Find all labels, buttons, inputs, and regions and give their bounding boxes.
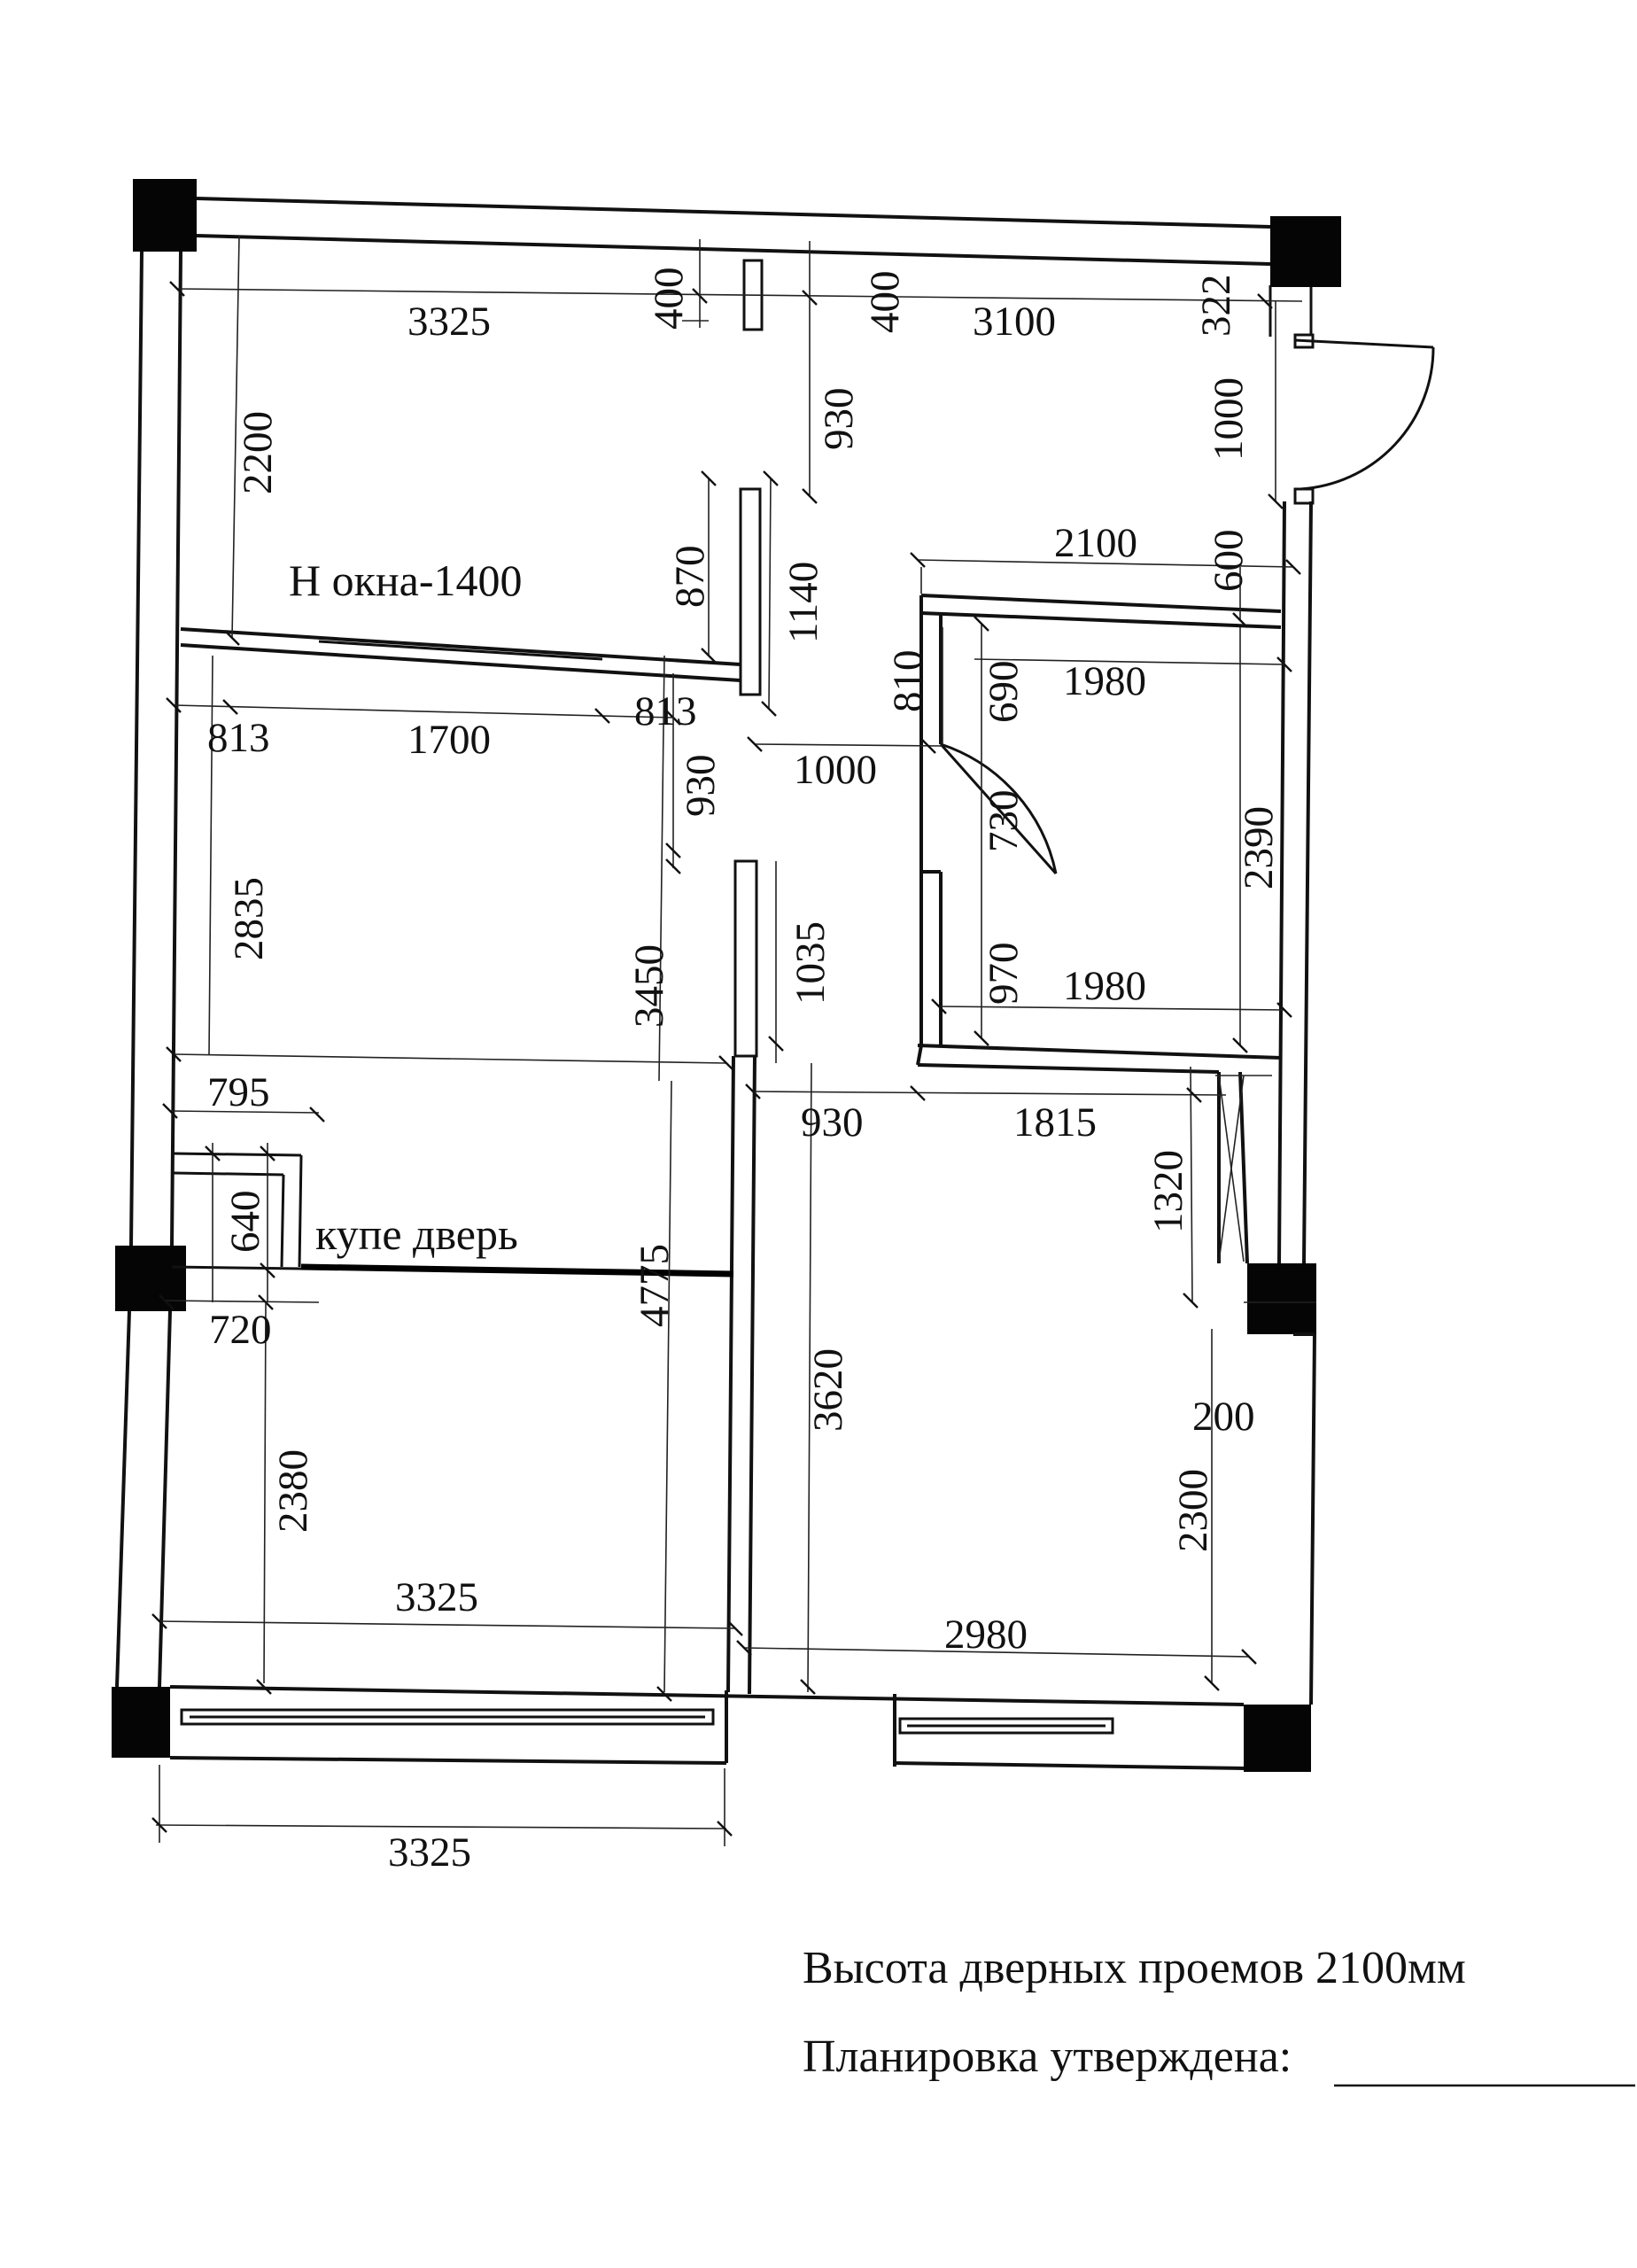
note-door-height: Высота дверных проемов 2100мм xyxy=(803,1943,1466,1993)
dim-closet-offset: 720 xyxy=(209,1307,272,1353)
closet-right-x xyxy=(1215,1075,1272,1262)
entry-door xyxy=(1293,333,1435,505)
dim-hall-small: 600 xyxy=(1206,530,1252,593)
dim-entry-door: 1000 xyxy=(1206,377,1252,461)
dim-wc-offset: 810 xyxy=(885,650,931,713)
dim-top-wall-b: 400 xyxy=(862,271,908,334)
wc-walls xyxy=(916,594,1282,1264)
dim-corridor-top: 930 xyxy=(816,388,862,451)
column-bottom-right xyxy=(1244,1705,1311,1772)
dim-top-left-width: 3325 xyxy=(407,299,491,345)
dim-wc-door: 730 xyxy=(981,790,1027,853)
dim-wc-height: 2390 xyxy=(1236,806,1282,889)
dim-bed-depth: 3450 xyxy=(626,944,672,1028)
dim-corridor-door: 1000 xyxy=(794,747,877,793)
partition-mid xyxy=(733,859,758,1058)
dim-bed-height: 2835 xyxy=(226,877,272,960)
note-approved: Планировка утверждена: xyxy=(803,2031,1292,2082)
dim-kitchen-door: 930 xyxy=(801,1099,864,1146)
dim-left-offset: 813 xyxy=(207,715,270,761)
wall-left xyxy=(115,251,182,1688)
column-top-right xyxy=(1270,216,1341,287)
dim-kitchen-height: 2300 xyxy=(1170,1469,1216,1552)
dim-partition-c: 1035 xyxy=(787,921,834,1005)
dim-top-right-small: 322 xyxy=(1193,275,1239,338)
dim-wc-bottom-door: 970 xyxy=(981,943,1027,1006)
dim-top-right-width: 3100 xyxy=(973,299,1056,345)
label-sliding-door: купе дверь xyxy=(315,1209,518,1259)
wall-center-vertical xyxy=(726,1055,756,1695)
dim-kitchen-width: 2980 xyxy=(944,1612,1028,1658)
dim-wc-door-top: 690 xyxy=(981,661,1027,724)
dimension-lines xyxy=(151,235,1316,1846)
wc-door xyxy=(939,742,1058,874)
dim-kitchen-depth: 3620 xyxy=(805,1348,851,1432)
dim-closet-depth: 640 xyxy=(222,1191,268,1254)
dim-kitchen-width-top: 1815 xyxy=(1013,1099,1097,1146)
dim-bedroom2-height: 2380 xyxy=(270,1449,316,1533)
sliding-door-line xyxy=(300,1263,734,1278)
dim-top-wall-a: 400 xyxy=(646,268,692,330)
dim-left-top-height: 2200 xyxy=(235,411,281,494)
dim-column-width: 200 xyxy=(1192,1394,1255,1440)
dim-corridor-mid: 930 xyxy=(678,755,724,818)
dim-partition-a: 870 xyxy=(667,546,713,609)
label-window-height: Н окна-1400 xyxy=(289,555,523,605)
dim-wc-width-bottom: 1980 xyxy=(1063,963,1146,1009)
window-bottom-left xyxy=(180,1708,715,1726)
dim-wc-width-top: 1980 xyxy=(1063,658,1146,704)
dim-right-offset: 813 xyxy=(634,688,697,734)
dim-closet-right: 1320 xyxy=(1145,1150,1191,1233)
wall-right xyxy=(1277,501,1316,1705)
column-top-left xyxy=(133,179,197,252)
partition-upper xyxy=(739,487,762,696)
dim-hall-width: 2100 xyxy=(1054,520,1137,566)
dim-bottom-total: 3325 xyxy=(388,1829,471,1876)
wall-window-interior xyxy=(180,627,741,682)
dim-bedroom-total: 4775 xyxy=(632,1244,678,1327)
dim-bedroom2-width: 3325 xyxy=(395,1574,478,1620)
dim-partition-b: 1140 xyxy=(780,562,826,643)
window-bottom-right xyxy=(898,1717,1114,1735)
wall-top xyxy=(196,197,1313,337)
dim-closet-width: 795 xyxy=(207,1069,270,1115)
column-bottom-left xyxy=(112,1687,170,1758)
closet xyxy=(171,1152,303,1270)
wall-bottom xyxy=(169,1685,1245,1770)
dim-window-width: 1700 xyxy=(407,717,491,763)
column-mid-right xyxy=(1247,1263,1316,1334)
